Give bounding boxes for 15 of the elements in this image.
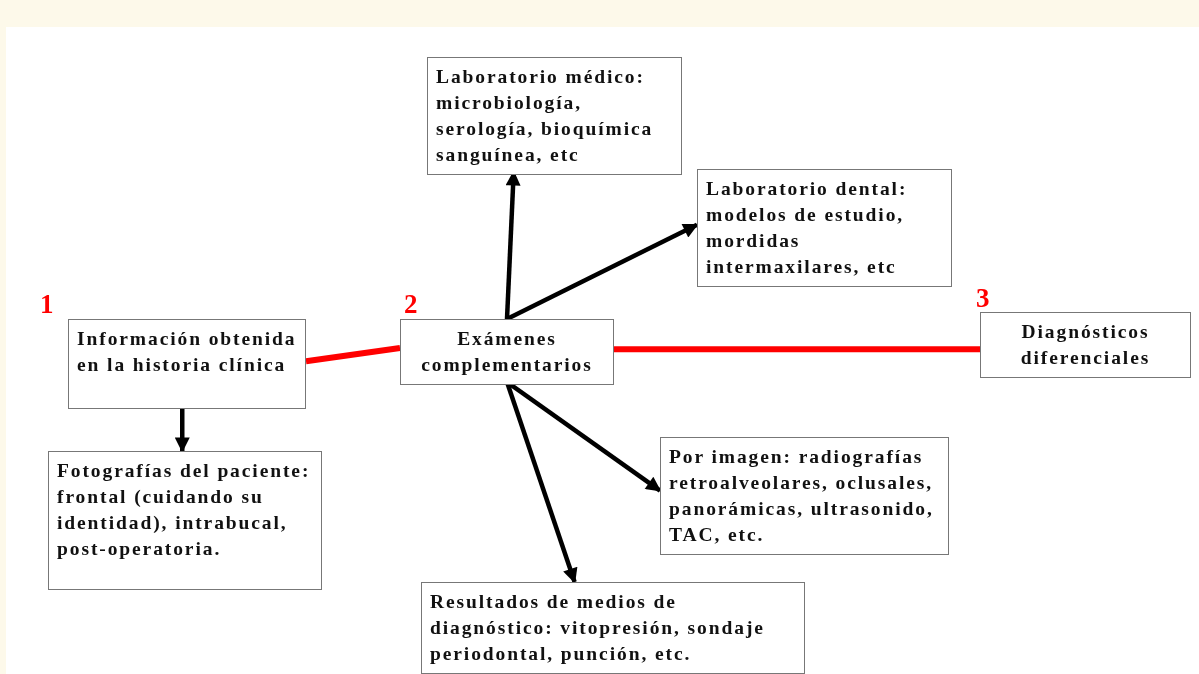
text-box: Fotografías del paciente: frontal (cuidando su identidad), intrabucal, post-operatoria. <box>48 451 322 590</box>
step-number: 2 <box>404 290 418 318</box>
arrow <box>506 222 699 321</box>
arrow <box>174 409 190 453</box>
step-number: 3 <box>976 284 990 312</box>
text-box: Diagnósticos diferenciales <box>980 312 1191 378</box>
connector-line <box>305 345 401 365</box>
connector-line <box>614 346 980 353</box>
text-box: Laboratorio dental: modelos de estudio, mordidas intermaxilares, etc <box>697 169 952 287</box>
text-box: Información obtenida en la historia clínica <box>68 319 306 409</box>
text-box: Exámenes complementarios <box>400 319 614 385</box>
text-box: Por imagen: radiografías retroalveolares, oclusales, panorámicas, ultrasonido, TAC, etc. <box>660 437 949 555</box>
step-number: 1 <box>40 290 54 318</box>
text-box: Resultados de medios de diagnóstico: vitopresión, sondaje periodontal, punción, etc. <box>421 582 805 674</box>
text-box: Laboratorio médico: microbiología, serología, bioquímica sanguínea, etc <box>427 57 682 175</box>
